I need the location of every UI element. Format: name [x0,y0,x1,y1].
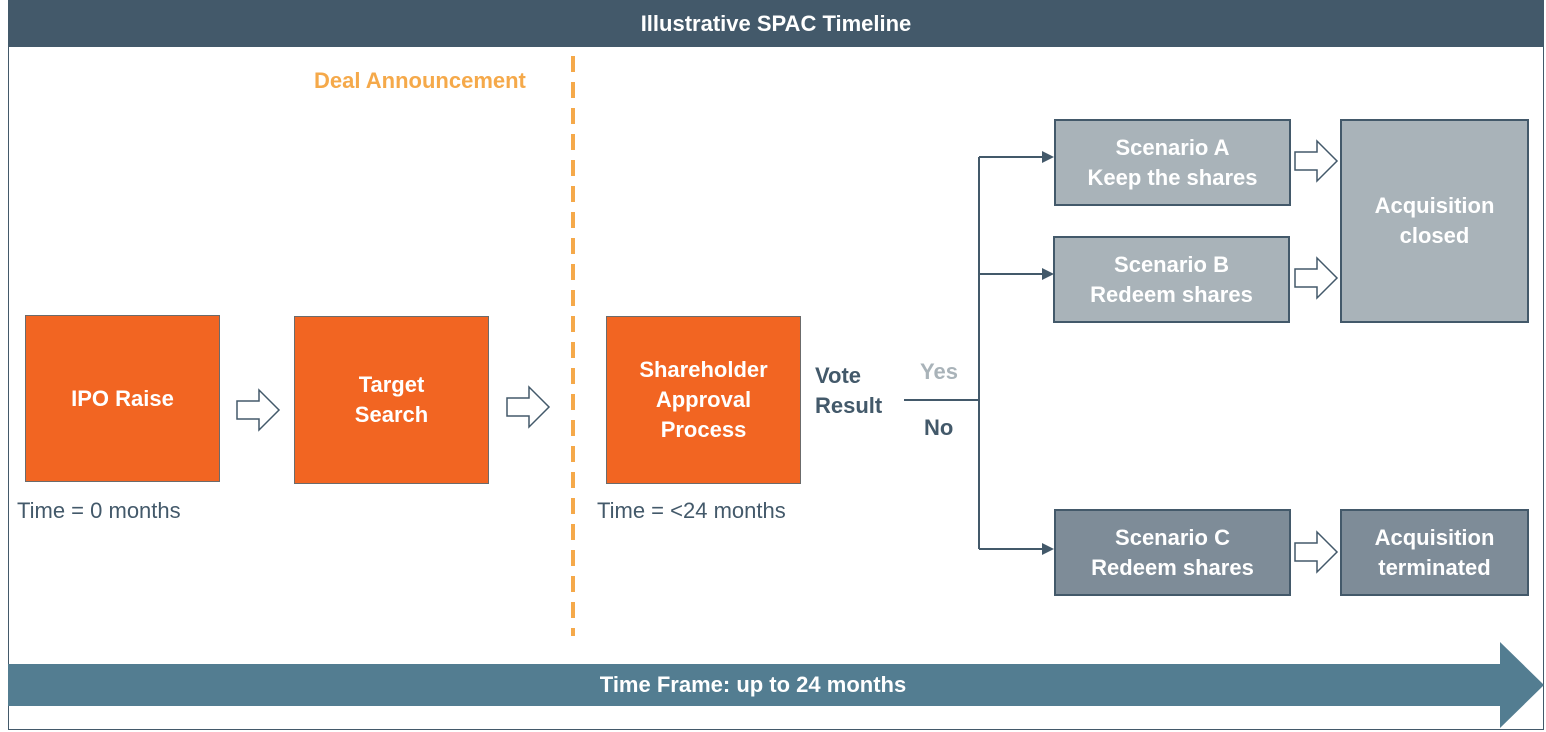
approval-label-line1: Shareholder [639,357,768,382]
approval-label-line2: Approval [655,387,752,412]
scenario-a-desc: Keep the shares [1087,164,1258,190]
timeframe-label: Time Frame: up to 24 months [599,672,907,697]
ipo-raise-box: IPO Raise [25,315,220,482]
ipo-raise-label: IPO Raise [71,385,174,411]
vote-result-label: Vote Result [815,361,882,421]
target-search-box: Target Search [294,316,489,484]
scenario-a-box: Scenario A Keep the shares [1054,119,1291,206]
timeframe-arrow [8,642,1544,728]
acquisition-terminated-box: Acquisition terminated [1340,509,1529,596]
block-arrow-icon [1294,530,1339,574]
time-end-label: Time = <24 months [597,498,786,523]
terminated-label-line2: terminated [1378,554,1491,580]
closed-label-line2: closed [1399,223,1470,248]
target-search-label-line2: Search [354,402,429,427]
diagram-title: Illustrative SPAC Timeline [8,0,1544,47]
arrowhead-icon [1042,151,1054,163]
scenario-b-title: Scenario B [1114,251,1229,277]
target-search-label-line1: Target [358,372,425,397]
vote-yes-label: Yes [920,359,958,384]
scenario-c-box: Scenario C Redeem shares [1054,509,1291,596]
scenario-a-title: Scenario A [1115,134,1230,160]
scenario-c-desc: Redeem shares [1091,554,1254,580]
vote-no-label: No [924,415,954,440]
shareholder-approval-box: Shareholder Approval Process [606,316,801,484]
scenario-c-title: Scenario C [1115,524,1230,550]
acquisition-closed-box: Acquisition closed [1340,119,1529,323]
block-arrow-icon [1294,256,1339,300]
approval-label-line3: Process [660,417,747,442]
closed-label-line1: Acquisition [1374,193,1495,218]
arrowhead-icon [1042,543,1054,555]
deal-announcement-label: Deal Announcement [314,68,526,93]
block-arrow-icon [1294,139,1339,183]
time-start-label: Time = 0 months [17,498,181,523]
block-arrow-icon [236,388,281,432]
scenario-b-desc: Redeem shares [1090,281,1253,307]
scenario-b-box: Scenario B Redeem shares [1053,236,1290,323]
arrowhead-icon [1042,268,1054,280]
terminated-label-line1: Acquisition [1374,524,1495,550]
vote-label-line2: Result [815,393,883,418]
vote-label-line1: Vote [815,363,862,388]
block-arrow-icon [506,385,551,429]
